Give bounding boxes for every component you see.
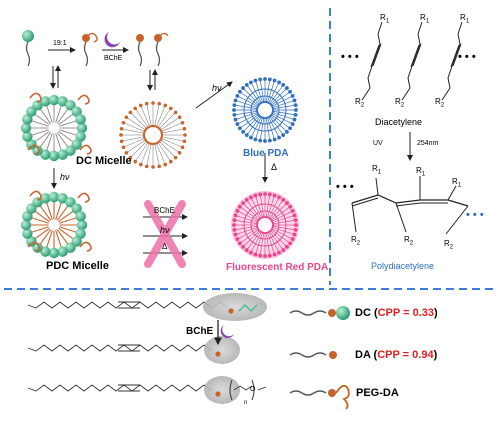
- crossed-hv-label: hν: [160, 225, 170, 235]
- pda-r1-b: R1: [416, 166, 426, 178]
- blocked-pathway: [143, 200, 188, 268]
- blue-pda-vesicle: [232, 77, 298, 143]
- uv-label: UV: [373, 140, 383, 147]
- legend-dc-label: DC (CPP = 0.33): [355, 307, 438, 319]
- hv-mid-label: hν: [212, 83, 222, 93]
- ratio-label: 19:1: [53, 40, 67, 47]
- dc-micelle: [20, 92, 92, 162]
- legend-da-label: DA (CPP = 0.94): [355, 349, 438, 361]
- pda-r1-c: R1: [452, 177, 462, 189]
- pdc-micelle-label: PDC Micelle: [46, 260, 109, 272]
- equilibrium-arrows-left: [50, 65, 61, 89]
- legend-peg-label: PEG-DA: [356, 387, 399, 399]
- dots-pda-right: • • •: [466, 209, 484, 221]
- r1-label-a: R1: [380, 13, 390, 25]
- dots-pda-left: • • •: [336, 181, 354, 193]
- legend-peg-icon: [289, 384, 350, 410]
- crossed-bche-label: BChE: [154, 206, 175, 215]
- r1-label-b: R1: [420, 13, 430, 25]
- pda-r2-c: R2: [444, 239, 454, 251]
- r2-label-b: R2: [395, 97, 405, 109]
- dc-micelle-label: DC Micelle: [76, 155, 132, 167]
- cross-x-icon: [144, 200, 186, 268]
- hv-arrow-mid: [195, 81, 233, 109]
- legend-da-icon: [289, 351, 337, 359]
- r2-label-c: R2: [435, 97, 445, 109]
- cleaved-monomer-icon: [136, 32, 169, 67]
- dots-left: • • •: [341, 51, 359, 63]
- polydiacetylene-chain: [351, 176, 469, 235]
- diacetylene-label: Diacetylene: [375, 117, 423, 127]
- dc-monomer-icon: [22, 30, 34, 67]
- red-pda-vesicle: [232, 192, 298, 258]
- blue-pda-label: Blue PDA: [243, 148, 289, 159]
- nm-label: 254nm: [417, 140, 439, 147]
- diacetylene-chains: [361, 21, 463, 101]
- bche-enzyme-icon: [104, 32, 120, 48]
- bche-top-label: BChE: [104, 55, 123, 62]
- da-micelle: [119, 101, 187, 169]
- dots-right: • • •: [458, 51, 476, 63]
- amphiphile-structures: [27, 293, 267, 404]
- delta-label: Δ: [271, 162, 278, 172]
- bche-bottom-label: BChE: [186, 326, 214, 337]
- hv-down-label: hν: [60, 172, 70, 182]
- pda-r1-a: R1: [372, 164, 382, 176]
- r1-label-c: R1: [460, 13, 470, 25]
- pdc-micelle: [20, 190, 92, 259]
- pda-r2-b: R2: [404, 235, 414, 247]
- fluorescent-red-label: Fluorescent Red PDA: [226, 262, 329, 273]
- equilibrium-arrows-right: [147, 69, 158, 91]
- crossed-delta-label: Δ: [162, 242, 168, 251]
- polydiacetylene-label: Polydiacetylene: [371, 261, 435, 271]
- n-subscript-label: n: [244, 400, 248, 406]
- o-atom-label: O: [250, 386, 256, 393]
- da-monomer-icon: [82, 32, 98, 67]
- bche-enzyme-bottom-icon: [220, 325, 234, 338]
- legend-dc-icon: [289, 306, 350, 320]
- r2-label-a: R2: [355, 97, 365, 109]
- pda-r2-a: R2: [351, 235, 361, 247]
